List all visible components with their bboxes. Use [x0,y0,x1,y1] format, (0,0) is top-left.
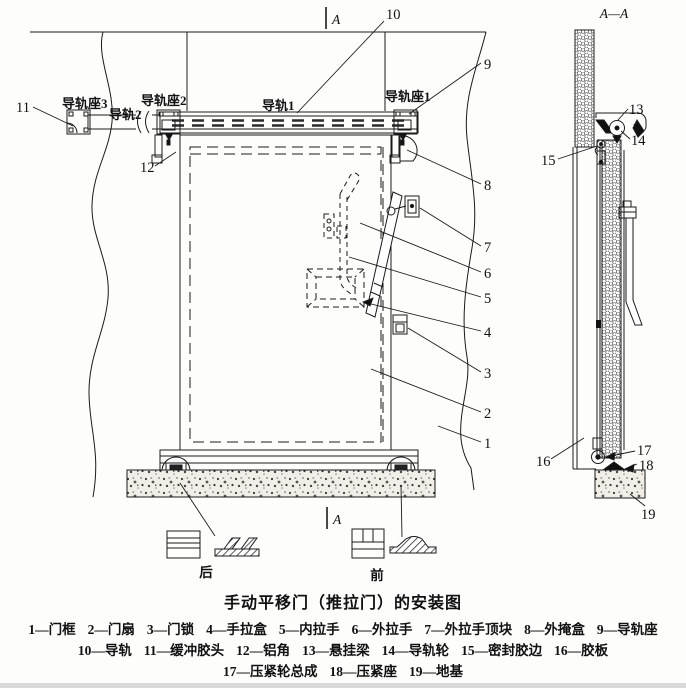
legend-item: 14—导轨轮 [381,643,450,658]
rail-seat-2 [156,109,181,146]
section-marker-a-top-label: A [331,12,341,27]
legend-item: 8—外掩盒 [524,622,585,637]
figure-caption: 手动平移门（推拉门）的安装图 1—门框 2—门扇 3—门锁 4—手拉盒 5—内拉手 6—外… [0,591,686,682]
handle-assembly [306,172,420,335]
label-rail-2: 导轨2 [109,107,142,122]
section-marker-a-bottom-label: A [332,512,342,527]
legend-item: 12—铝角 [236,643,291,658]
aa-callout-leaders [550,108,646,507]
label-rail-seat-2: 导轨座2 [141,93,187,108]
handle-top-block [404,195,420,218]
floor-details [166,482,437,559]
callout-6: 6 [484,266,491,282]
aa-rubber-plate [572,147,596,470]
label-rear-detail: 后 [199,564,213,580]
legend-item: 15—密封胶边 [461,643,543,658]
callout-4: 4 [484,325,492,341]
callout-10: 10 [386,7,401,23]
callout-8: 8 [484,178,491,194]
legend-item: 4—手拉盒 [206,622,267,637]
callout-3: 3 [484,366,491,382]
callout-17: 17 [637,443,652,459]
door-lock [392,314,408,335]
callout-19: 19 [641,507,656,523]
legend-row-1: 1—门框 2—门扇 3—门锁 4—手拉盒 5—内拉手 6—外拉手 7—外拉手顶块 8—外掩盒 9… [0,619,686,640]
outer-cover-box [399,135,418,162]
hand-pull-box [306,268,365,308]
callout-18: 18 [639,458,654,474]
external-pull-handle [365,191,403,318]
scan-edge-strip [0,683,686,688]
rail-seat-1 [393,109,418,146]
legend-item: 5—内拉手 [278,622,340,637]
callout-12: 12 [140,160,155,176]
callout-1: 1 [484,436,491,452]
legend-item: 19—地基 [409,664,463,679]
inner-pull-handle [323,172,360,295]
legend-item: 18—压紧座 [329,664,398,679]
callout-2: 2 [484,406,491,422]
legend-row-2: 10—导轨 11—缓冲胶头 12—铝角 13—悬挂梁 14—导轨轮 15—密封胶边 16—胶… [0,640,686,661]
aa-handle [618,200,643,326]
rear-guide-detail [166,530,260,559]
callout-13: 13 [629,102,644,118]
door-leaf [179,134,392,451]
rail-seat-3 [66,109,91,135]
legend-item: 10—导轨 [77,643,132,658]
rail-1 [159,111,419,134]
rail-2 [87,114,160,130]
callout-14: 14 [631,133,646,149]
callout-labels: 10 11 12 9 8 7 6 5 4 3 2 1 13 14 15 16 1… [16,7,656,523]
label-rail-seat-1: 导轨座1 [385,89,431,104]
legend-item: 7—外拉手顶块 [424,622,513,637]
part-labels: 导轨座3 导轨2 导轨座2 导轨1 导轨座1 后 前 A A A—A [62,6,629,583]
legend-row-3: 17—压紧轮总成 18—压紧座 19—地基 [0,661,686,682]
aa-seal-edge [594,139,606,165]
aa-suspension-beam [594,112,647,138]
callout-7: 7 [484,240,491,256]
legend-item: 2—门扇 [87,622,135,637]
track-assembly [66,109,419,164]
callout-leaders [32,20,482,443]
front-guide-detail [351,528,437,559]
callout-5: 5 [484,291,491,307]
callout-11: 11 [16,100,30,116]
section-aa-title: A—A [599,6,629,21]
aa-wall [574,29,595,148]
installation-drawing: 导轨座3 导轨2 导轨座2 导轨1 导轨座1 后 前 A A A—A 10 11… [16,6,656,583]
callout-9: 9 [484,57,491,73]
figure-title: 手动平移门（推拉门）的安装图 [223,595,462,612]
legend-item: 6—外拉手 [351,622,413,637]
legend-item: 16—胶板 [554,643,609,658]
legend-item: 17—压紧轮总成 [223,664,318,679]
label-front-detail: 前 [370,567,384,583]
legend-item: 9—导轨座 [596,622,658,637]
aa-compression-wheel [591,437,605,464]
label-rail-1: 导轨1 [262,98,295,113]
aa-door-panel [596,139,625,459]
bottom-beam-and-rollers [159,449,419,486]
callout-16: 16 [536,454,551,470]
aluminum-angle-left [151,134,163,164]
legend-item: 1—门框 [28,622,76,637]
aa-track-wheel [609,120,625,145]
callout-15: 15 [541,153,556,169]
label-rail-seat-3: 导轨座3 [62,96,108,111]
handle-pivot [386,206,396,216]
foundation [126,469,436,498]
legend-item: 3—门锁 [146,622,195,637]
legend-item: 13—悬挂梁 [302,643,370,658]
legend-item: 11—缓冲胶头 [143,643,225,658]
aa-foundation [594,469,646,499]
section-view-aa [550,29,647,507]
aa-compression-seat [601,461,627,471]
